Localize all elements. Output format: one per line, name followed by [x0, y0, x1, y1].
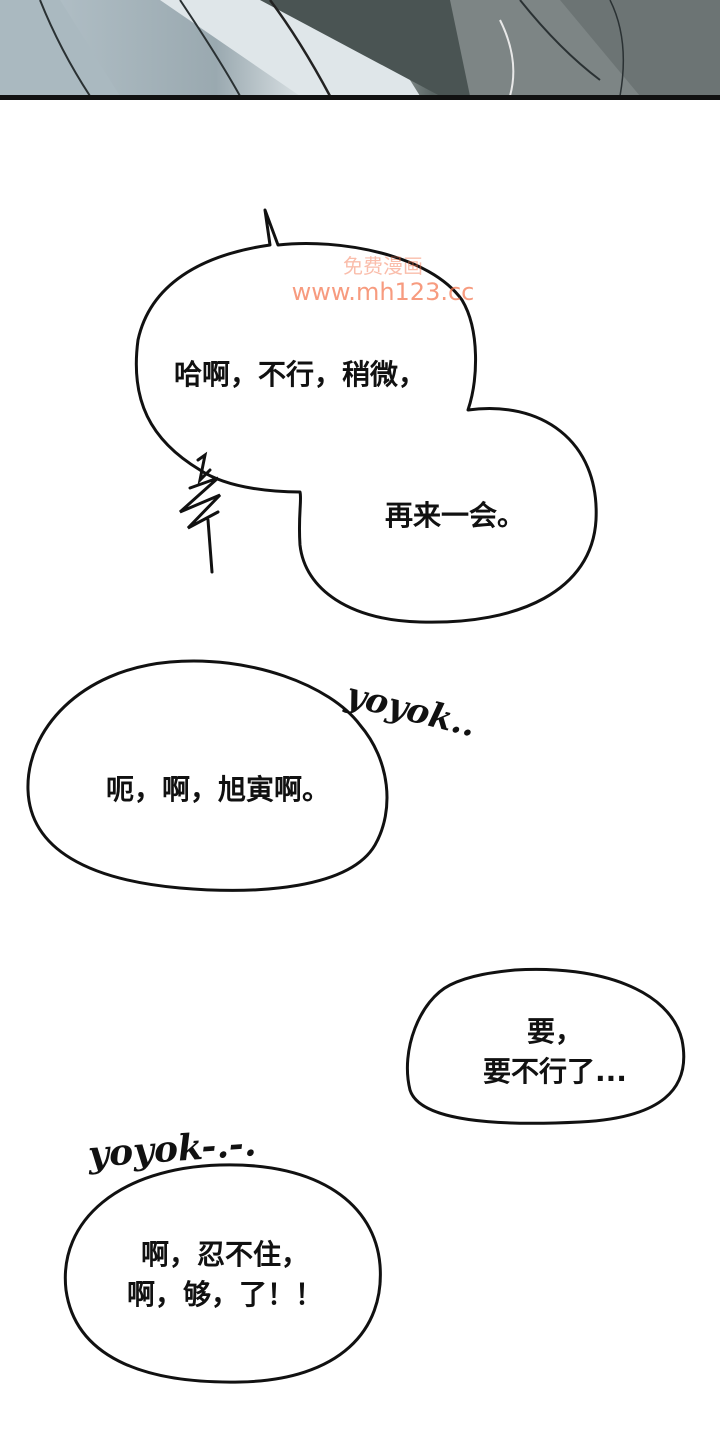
bubble-line: 啊，忍不住，: [140, 1238, 309, 1271]
bubble-line: 再来一会。: [384, 499, 525, 532]
bubble-line: 啊，够，了！！: [126, 1278, 323, 1311]
speech-bubble-shape-4: [405, 967, 686, 1125]
speech-bubble-shape-5: [63, 1163, 382, 1384]
speech-bubble-4-text: 要， 要不行了...: [460, 1012, 650, 1092]
speech-bubble-shape-3: [26, 659, 389, 892]
top-panel-illustration: [0, 0, 720, 100]
bubble-line: 哈啊，不行，稍微，: [173, 358, 426, 391]
speech-bubble-1-text: 哈啊，不行，稍微，: [150, 355, 450, 395]
sfx-strokes-1: [178, 451, 222, 574]
bubble-line: 呃，啊，旭寅啊。: [105, 773, 330, 806]
bubble-line: 要不行了...: [483, 1055, 627, 1088]
speech-bubble-5-text: 啊，忍不住， 啊，够，了！！: [100, 1235, 350, 1315]
speech-bubble-2-text: 再来一会。: [370, 496, 540, 536]
speech-bubble-shape-1: [134, 208, 598, 624]
bubble-line: 要，: [526, 1015, 583, 1048]
top-panel-artwork: [0, 0, 720, 100]
speech-bubble-3-text: 呃，啊，旭寅啊。: [78, 770, 358, 810]
